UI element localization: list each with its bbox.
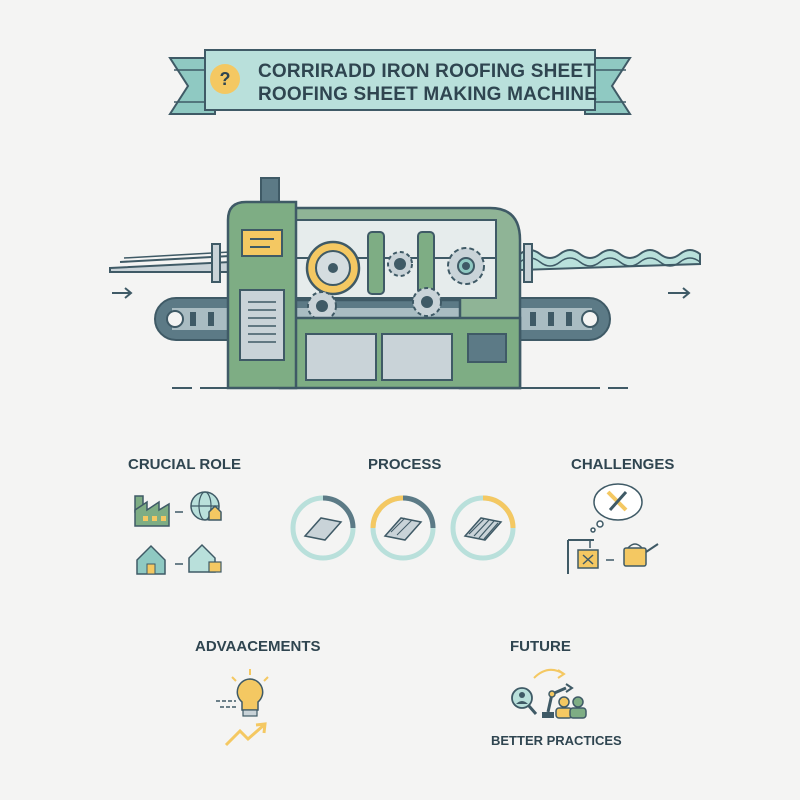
advancements-icons [216,669,269,747]
magnifier-person-icon [511,687,538,715]
question-icon: ? [210,64,240,94]
advancements-title: ADVAACEMENTS [195,638,321,655]
challenges-title: CHALLENGES [571,456,675,473]
robot-arm-icon [542,683,574,718]
future-title: FUTURE [510,638,571,655]
challenges-icons [567,483,659,574]
process-title: PROCESS [368,456,442,473]
title-banner [168,49,632,115]
globe-icon [190,491,222,521]
people-icon [555,696,587,719]
process-steps [290,495,516,561]
trend-up-icon [224,722,267,747]
factory-icon [134,495,170,527]
better-practices-label: BETTER PRACTICES [491,733,622,748]
crucial-role-title: CRUCIAL ROLE [128,456,242,473]
house-icon [136,544,166,575]
house-upgrade-icon [188,543,222,573]
watering-can-icon [623,543,659,567]
roofing-sheet-machine-illustration [109,177,701,390]
lightbulb-icon [216,669,269,717]
process-step-3-icon [450,495,516,561]
process-step-2-icon [370,495,436,561]
output-arrow-icon [668,287,691,299]
future-icons [511,668,587,719]
thought-bubble-tools-icon [590,483,643,533]
input-arrow-icon [112,287,133,299]
crane-cart-icon [567,539,599,574]
banner-title-line-2: ROOFING SHEET MAKING MACHINE [258,84,598,105]
banner-title-line-1: CORRIRADD IRON ROOFING SHEET [258,61,596,82]
process-step-1-icon [290,495,356,561]
crucial-role-icons [134,491,222,575]
